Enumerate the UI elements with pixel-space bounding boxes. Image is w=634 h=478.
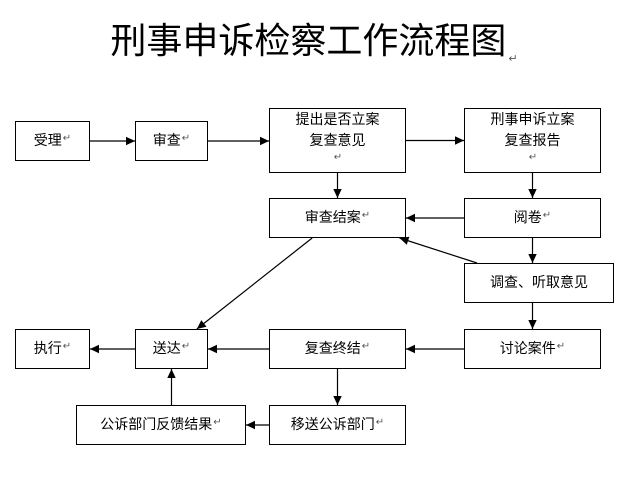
paragraph-mark-icon: ↵ (181, 340, 191, 352)
edge-accept-review (90, 136, 135, 146)
node-accept: 受理 ↵ (15, 121, 90, 161)
paragraph-mark-icon: ↵ (361, 340, 371, 352)
paragraph-mark-icon: ↵ (542, 209, 552, 221)
paragraph-mark-icon: ↵ (62, 132, 72, 144)
arrowhead-icon (126, 136, 135, 146)
arrowhead-icon (196, 320, 207, 329)
arrowhead-icon (333, 189, 342, 198)
node-review-end: 复查终结 ↵ (269, 329, 406, 369)
node-accept-label: 受理 (33, 132, 62, 149)
node-report: 刑事申诉立案 复查报告 ↵ (464, 108, 601, 173)
arrowhead-icon (399, 236, 410, 245)
arrowhead-icon (246, 420, 255, 430)
edge-read-investigate (528, 238, 537, 263)
paragraph-mark-icon: ↵ (556, 340, 566, 352)
arrowhead-icon (528, 320, 537, 329)
edge-transfer-feedback (246, 420, 269, 430)
paragraph-mark-icon: ↵ (375, 416, 385, 428)
edge-propose-report (406, 136, 464, 145)
node-report-line2: 复查报告 (504, 132, 561, 149)
arrowhead-icon (260, 136, 269, 146)
diagram-title-text: 刑事申诉检察工作流程图 (110, 21, 507, 62)
paragraph-mark-icon: ↵ (213, 416, 222, 428)
node-report-line1: 刑事申诉立案 (490, 112, 575, 129)
edge-review-propose (208, 136, 269, 146)
edge-discuss-review_end (406, 344, 464, 354)
paragraph-mark-icon: ↵ (508, 52, 518, 65)
node-review-end-label: 复查终结 (304, 340, 361, 357)
node-deliver: 送达 ↵ (135, 329, 208, 369)
paragraph-mark-icon: ↵ (361, 209, 371, 221)
node-transfer: 移送公诉部门 ↵ (269, 405, 406, 445)
edge-read-close (406, 213, 464, 223)
arrowhead-icon (406, 213, 415, 223)
edge-report-read (528, 173, 537, 198)
arrowhead-icon (455, 136, 464, 145)
node-discuss: 讨论案件 ↵ (464, 329, 601, 369)
paragraph-mark-icon: ↵ (333, 152, 343, 164)
node-execute-label: 执行 (33, 340, 62, 357)
edge-review_end-deliver (208, 344, 269, 354)
node-read-label: 阅卷 (513, 209, 542, 226)
node-feedback-label: 公诉部门反馈结果 (100, 416, 213, 433)
node-transfer-label: 移送公诉部门 (290, 416, 375, 433)
node-investigate: 调查、听取意见 (464, 263, 614, 303)
edge-group (90, 136, 537, 430)
node-propose-line1: 提出是否立案 (295, 112, 380, 129)
edge-review_end-transfer (333, 369, 342, 405)
node-propose: 提出是否立案 复查意见 ↵ (269, 108, 406, 173)
node-read: 阅卷 ↵ (464, 198, 601, 238)
arrowhead-icon (528, 254, 537, 263)
node-execute: 执行 ↵ (15, 329, 90, 369)
edge-deliver-execute (90, 344, 135, 354)
node-review-label: 审查 (152, 132, 181, 149)
node-deliver-label: 送达 (152, 340, 181, 357)
arrowhead-icon (167, 369, 176, 378)
paragraph-mark-icon: ↵ (181, 132, 191, 144)
arrowhead-icon (406, 344, 415, 354)
paragraph-mark-icon: ↵ (528, 152, 538, 164)
paragraph-mark-icon: ↵ (62, 340, 72, 352)
edge-investigate-discuss (528, 303, 537, 329)
diagram-title: 刑事申诉检察工作流程图 ↵ (104, 16, 524, 68)
node-close-label: 审查结案 (304, 209, 361, 226)
arrowhead-icon (90, 344, 99, 354)
arrowhead-icon (208, 344, 217, 354)
arrowhead-icon (333, 396, 342, 405)
connector-line (399, 237, 478, 264)
edge-close-deliver (196, 237, 313, 330)
edge-feedback-deliver (167, 369, 176, 405)
arrowhead-icon (528, 189, 537, 198)
node-investigate-label: 调查、听取意见 (490, 274, 588, 291)
node-discuss-label: 讨论案件 (499, 340, 556, 357)
edge-propose-close (333, 173, 342, 198)
connector-line (196, 237, 313, 330)
node-propose-line2: 复查意见 (309, 132, 366, 149)
edge-investigate-close (399, 236, 478, 264)
node-feedback: 公诉部门反馈结果 ↵ (76, 405, 246, 445)
node-close: 审查结案 ↵ (269, 198, 406, 238)
node-review: 审查 ↵ (135, 121, 208, 161)
